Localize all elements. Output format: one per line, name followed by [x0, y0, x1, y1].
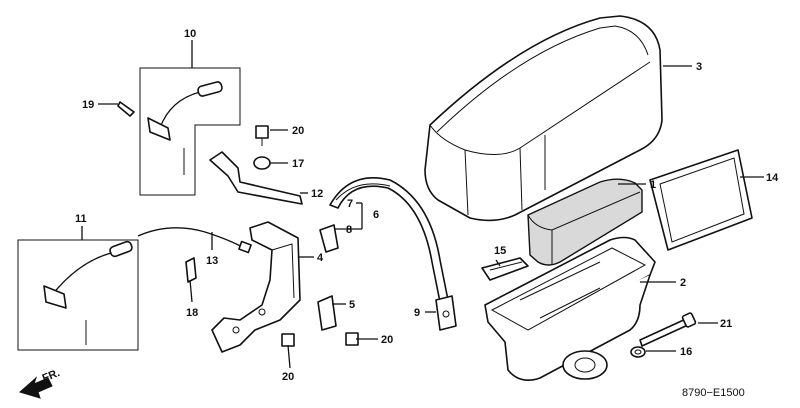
callout-2: 2	[680, 277, 686, 289]
front-arrow: FR.	[18, 367, 62, 399]
bolt-20-upper	[255, 125, 269, 146]
bracket-4	[211, 221, 301, 353]
bolt-21	[639, 312, 697, 347]
air-cleaner-element	[527, 178, 643, 266]
callout-labels: 3 1 2 14 21 16 15 10 19 20 17 12 11 13 1…	[75, 28, 779, 383]
callout-12: 12	[311, 188, 323, 200]
callout-11: 11	[75, 213, 87, 225]
callout-6: 6	[373, 209, 379, 221]
clip-5	[317, 295, 337, 331]
leader-lines	[81, 40, 764, 369]
control-assy-11	[17, 239, 139, 351]
callout-16: 16	[680, 346, 692, 358]
callout-9: 9	[414, 307, 420, 319]
callout-10: 10	[184, 28, 196, 40]
grommet-17	[253, 156, 271, 170]
callout-20-top: 20	[292, 125, 304, 137]
callout-20-right: 20	[381, 334, 393, 346]
callout-13: 13	[206, 255, 218, 267]
callout-7: 7	[347, 198, 353, 210]
callout-14: 14	[766, 172, 779, 184]
callout-15: 15	[494, 245, 506, 257]
air-cleaner-cover	[424, 15, 663, 222]
cable-13	[137, 227, 252, 254]
clip-9	[435, 295, 457, 331]
bolt-20-lower-left	[281, 333, 295, 347]
clamp-8	[319, 224, 339, 253]
air-cleaner-case	[484, 236, 656, 381]
bracket-12	[209, 151, 303, 205]
callout-18: 18	[186, 307, 198, 319]
callout-1: 1	[650, 179, 656, 191]
band-belt	[329, 176, 449, 303]
callout-21: 21	[720, 318, 732, 330]
callout-8: 8	[346, 224, 352, 236]
callout-5: 5	[349, 299, 355, 311]
washer-16	[630, 346, 646, 358]
clip-15	[481, 257, 529, 281]
callout-20-bottom: 20	[282, 371, 294, 383]
figure-code: 8790−E1500	[682, 387, 745, 399]
callout-4: 4	[317, 252, 324, 264]
throttle-assy-10	[139, 67, 241, 196]
callout-17: 17	[292, 158, 304, 170]
callout-19: 19	[82, 99, 94, 111]
clip-18	[185, 257, 197, 283]
gasket	[649, 149, 753, 251]
callout-3: 3	[696, 61, 702, 73]
front-label: FR.	[41, 367, 62, 385]
bolt-19	[117, 101, 135, 117]
